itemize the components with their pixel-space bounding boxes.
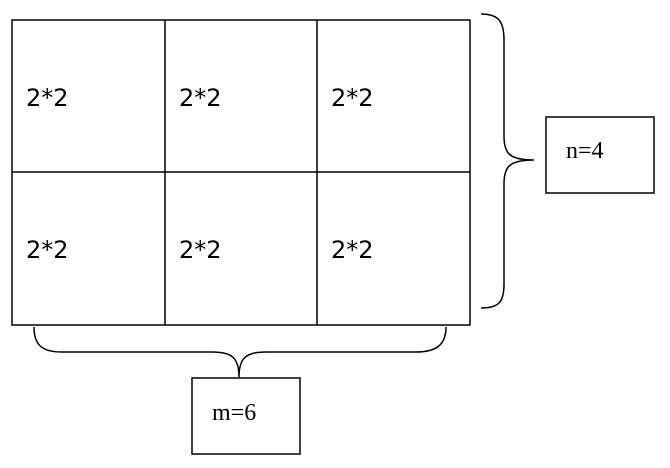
bottom-label-frame — [191, 377, 301, 455]
grid: 2*2 2*2 2*2 2*2 2*2 2*2 — [11, 19, 471, 326]
grid-cell-r2-c1: 2*2 — [26, 236, 69, 264]
grid-cell-r2-c2: 2*2 — [179, 236, 222, 264]
bottom-brace — [33, 326, 447, 378]
right-brace — [480, 13, 535, 309]
grid-cell-r1-c1: 2*2 — [26, 84, 69, 112]
right-label-box: n=4 — [545, 116, 655, 194]
right-label-text: n=4 — [566, 138, 604, 164]
right-label-frame — [545, 116, 655, 194]
bottom-label-box: m=6 — [191, 377, 301, 455]
grid-cell-r2-c3: 2*2 — [331, 236, 374, 264]
grid-cell-r1-c3: 2*2 — [331, 84, 374, 112]
bottom-label-text: m=6 — [212, 400, 256, 426]
grid-cell-r1-c2: 2*2 — [179, 84, 222, 112]
